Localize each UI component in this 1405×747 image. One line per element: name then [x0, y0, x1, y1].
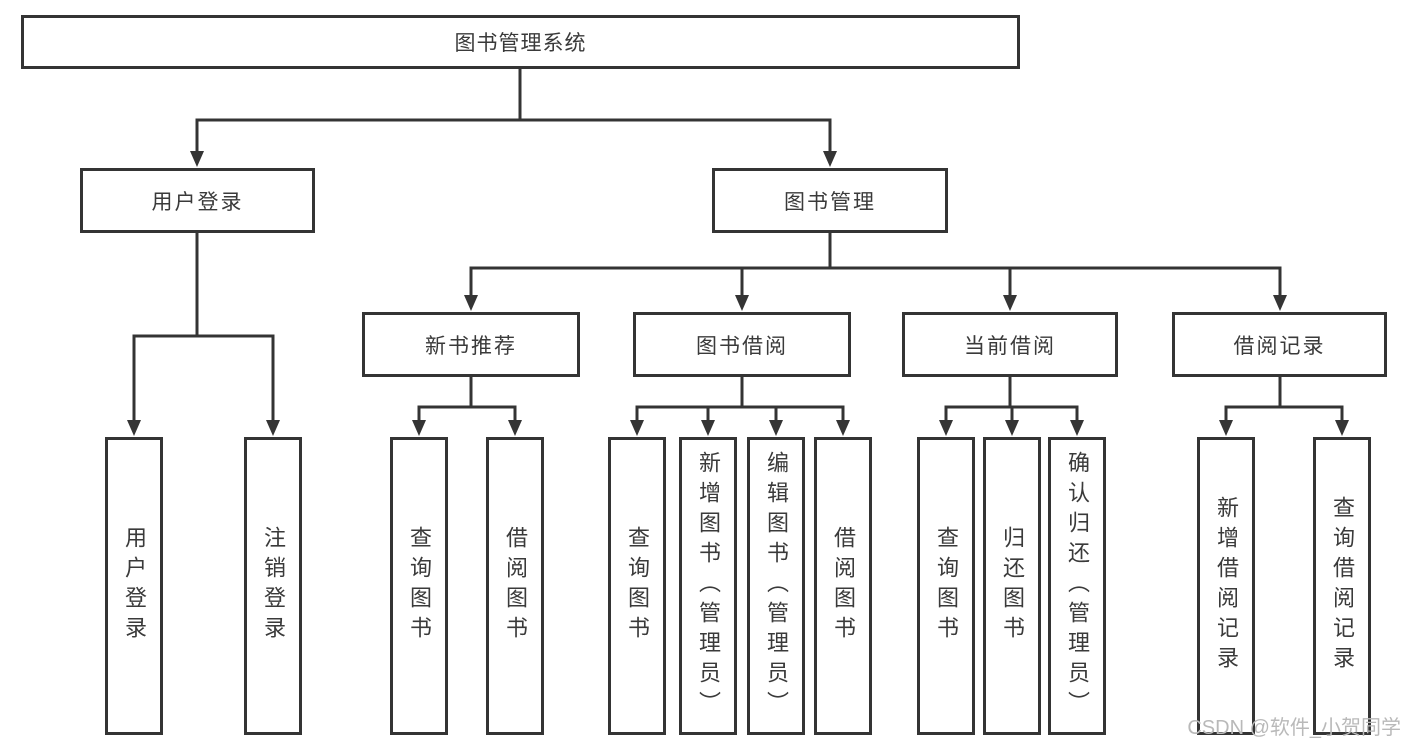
leaf-edit-books-admin: 编辑图书（管理员） [747, 437, 805, 735]
leaf-query-borrow-record: 查询借阅记录 [1313, 437, 1371, 735]
leaf-add-books-admin: 新增图书（管理员） [679, 437, 737, 735]
csdn-watermark: CSDN @软件_小贺同学 [1187, 717, 1401, 739]
node-label: 图书管理 [784, 190, 876, 214]
node-book-management: 图书管理 [712, 168, 948, 233]
node-new-book-recommend: 新书推荐 [362, 312, 580, 377]
node-label: 图书管理系统 [454, 32, 587, 55]
leaf-borrow-books: 借阅图书 [814, 437, 872, 735]
node-label: 用户登录 [151, 190, 244, 214]
leaf-user-login: 用户登录 [105, 437, 163, 735]
node-current-borrow: 当前借阅 [902, 312, 1118, 377]
leaf-borrow-books-recommend: 借阅图书 [486, 437, 544, 735]
node-label: 借阅记录 [1233, 334, 1326, 358]
node-library-management-system: 图书管理系统 [21, 15, 1020, 69]
node-label: 新书推荐 [425, 334, 517, 358]
leaf-logout: 注销登录 [244, 437, 302, 735]
leaf-confirm-return-admin: 确认归还（管理员） [1048, 437, 1106, 735]
leaf-add-borrow-record: 新增借阅记录 [1197, 437, 1255, 735]
node-label: 图书借阅 [696, 334, 788, 358]
leaf-return-books: 归还图书 [983, 437, 1041, 735]
node-label: 当前借阅 [964, 334, 1056, 358]
leaf-query-books-current: 查询图书 [917, 437, 975, 735]
node-user-login: 用户登录 [80, 168, 315, 233]
node-book-borrow: 图书借阅 [633, 312, 851, 377]
leaf-query-books-borrow: 查询图书 [608, 437, 666, 735]
leaf-query-books-recommend: 查询图书 [390, 437, 448, 735]
node-borrow-records: 借阅记录 [1172, 312, 1387, 377]
